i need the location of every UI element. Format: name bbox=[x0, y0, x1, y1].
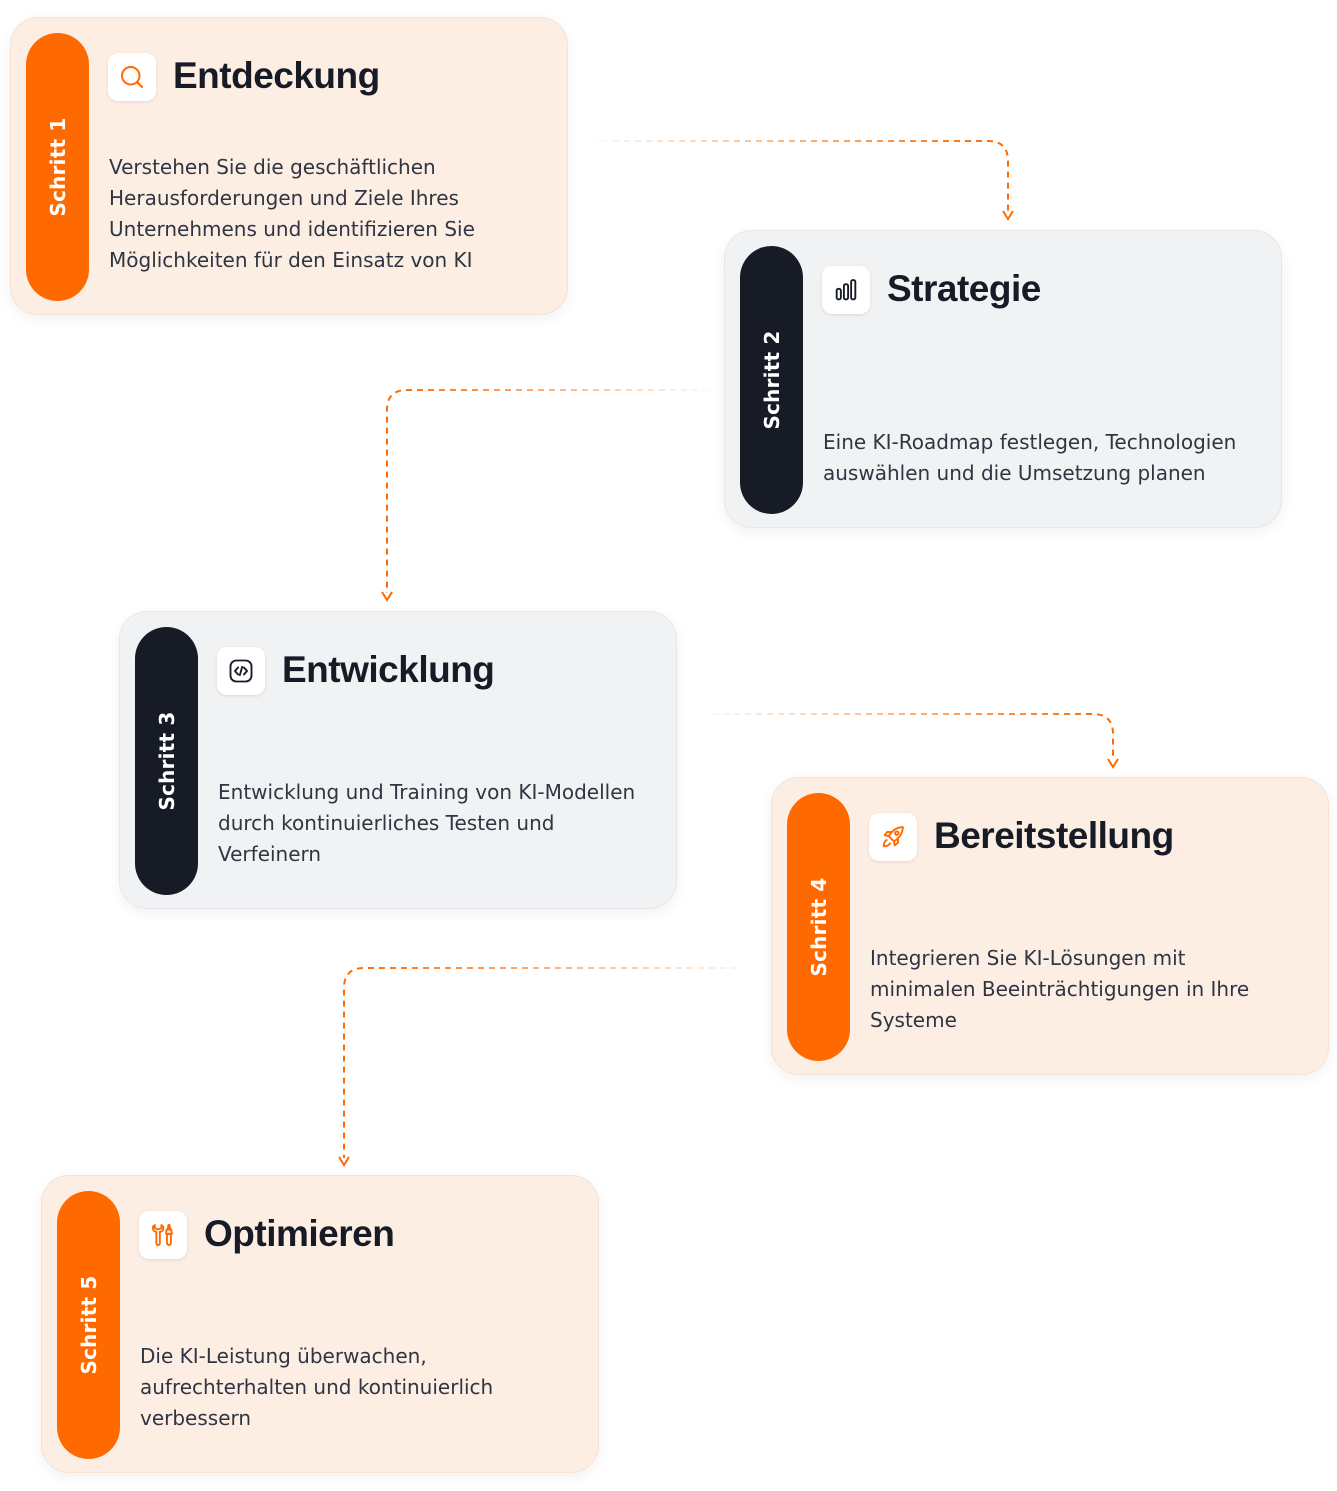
step-badge: Schritt 2 bbox=[740, 246, 803, 514]
step-title: Optimieren bbox=[204, 1213, 395, 1254]
step-title: Entwicklung bbox=[282, 649, 495, 690]
step-card-4: Schritt 4 Bereitstellung Integrieren Sie… bbox=[771, 777, 1329, 1075]
step-description: Entwicklung und Training von KI-Modellen… bbox=[218, 780, 636, 866]
step-badge-label: Schritt 3 bbox=[154, 711, 179, 811]
step-description: Eine KI-Roadmap festlegen, Technologien … bbox=[823, 430, 1237, 485]
step-description: Verstehen Sie die geschäftlichen Herausf… bbox=[109, 155, 475, 272]
step-badge: Schritt 1 bbox=[26, 33, 89, 301]
bar-chart-icon bbox=[822, 266, 870, 314]
connector-4-5 bbox=[338, 967, 770, 1167]
step-card-1: Schritt 1 Entdeckung Verstehen Sie die g… bbox=[10, 17, 568, 315]
connector-2-3 bbox=[381, 389, 720, 602]
step-badge-label: Schritt 1 bbox=[45, 117, 70, 217]
step-card-2: Schritt 2 Strategie Eine KI-Roadmap fest… bbox=[724, 230, 1282, 528]
search-icon bbox=[108, 53, 156, 101]
step-badge: Schritt 5 bbox=[57, 1191, 120, 1459]
step-title: Strategie bbox=[887, 268, 1041, 309]
step-badge-label: Schritt 2 bbox=[759, 330, 784, 430]
step-card-5: Schritt 5 Optimieren Die KI-Leistung übe… bbox=[41, 1175, 599, 1473]
step-card-3: Schritt 3 Entwicklung Entwicklung und Tr… bbox=[119, 611, 677, 909]
rocket-icon bbox=[869, 813, 917, 861]
connector-1-2 bbox=[580, 140, 1014, 221]
tools-icon bbox=[139, 1211, 187, 1259]
connector-3-4 bbox=[690, 713, 1119, 769]
code-icon bbox=[217, 647, 265, 695]
step-badge-label: Schritt 4 bbox=[806, 877, 831, 977]
step-badge-label: Schritt 5 bbox=[76, 1275, 101, 1375]
step-title: Bereitstellung bbox=[934, 815, 1174, 856]
step-description: Integrieren Sie KI-Lösungen mit minimale… bbox=[870, 946, 1250, 1032]
step-badge: Schritt 4 bbox=[787, 793, 850, 1061]
step-title: Entdeckung bbox=[173, 55, 380, 96]
step-description: Die KI-Leistung überwachen, aufrechterha… bbox=[140, 1344, 494, 1430]
step-badge: Schritt 3 bbox=[135, 627, 198, 895]
